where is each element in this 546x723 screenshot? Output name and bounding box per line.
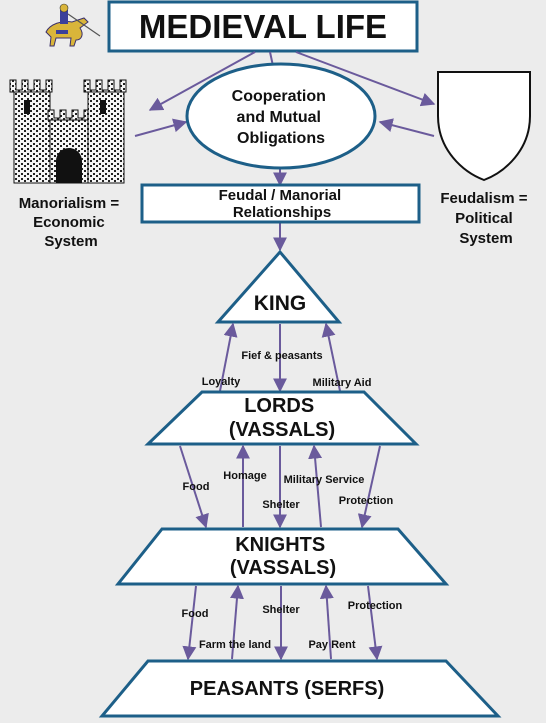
cooperation-oval: Cooperation and Mutual Obligations [185, 62, 377, 170]
svg-text:LORDS (VASSALS): LORDS (VASSALS) [229, 395, 335, 441]
label-food-lords: Food [183, 481, 210, 493]
knights-level: KNIGHTS (VASSALS) [114, 527, 450, 586]
castle-icon [9, 79, 127, 184]
label-military-service: Military Service [284, 474, 365, 486]
page-title: MEDIEVAL LIFE [139, 8, 387, 45]
knights-peasants-arrows [182, 584, 383, 661]
label-shelter-knights: Shelter [262, 604, 300, 616]
label-food-knights: Food [182, 608, 209, 620]
top-arrows [134, 51, 436, 252]
shield-icon [437, 71, 531, 182]
peasants-level: PEASANTS (SERFS) [98, 659, 502, 718]
feudal-manorial-relationships-box: Feudal / Manorial Relationships [140, 183, 421, 224]
king-lords-arrows [219, 322, 341, 393]
svg-text:KNIGHTS (VASSALS): KNIGHTS (VASSALS) [230, 534, 336, 579]
king-level: KING [214, 249, 343, 324]
label-homage: Homage [223, 470, 266, 482]
label-protection-knights: Protection [348, 600, 403, 612]
feudalism-caption: Feudalism = Political System [440, 190, 531, 247]
label-military-aid: Military Aid [313, 377, 372, 389]
manorialism-caption: Manorialism = Economic System [19, 195, 124, 250]
label-loyalty: Loyalty [202, 376, 241, 388]
title-box: MEDIEVAL LIFE [107, 0, 419, 53]
label-pay-rent: Pay Rent [308, 639, 355, 651]
svg-text:Feudal / Manorial Relati: Feudal / Manorial Relationships [219, 187, 346, 221]
label-shelter-lords: Shelter [262, 499, 300, 511]
svg-text:Cooperation and Mutual: Cooperation and Mutual Obligations [232, 88, 331, 147]
knight-on-horse-icon [45, 3, 101, 47]
lords-level: LORDS (VASSALS) [144, 390, 420, 446]
svg-text:KING: KING [254, 292, 307, 315]
svg-text:PEASANTS (SERFS): PEASANTS (SERFS) [190, 678, 384, 700]
label-fief-peasants: Fief & peasants [241, 350, 322, 362]
lords-knights-arrows [179, 444, 381, 529]
label-farm-the-land: Farm the land [199, 639, 271, 651]
label-protection-lords: Protection [339, 495, 394, 507]
